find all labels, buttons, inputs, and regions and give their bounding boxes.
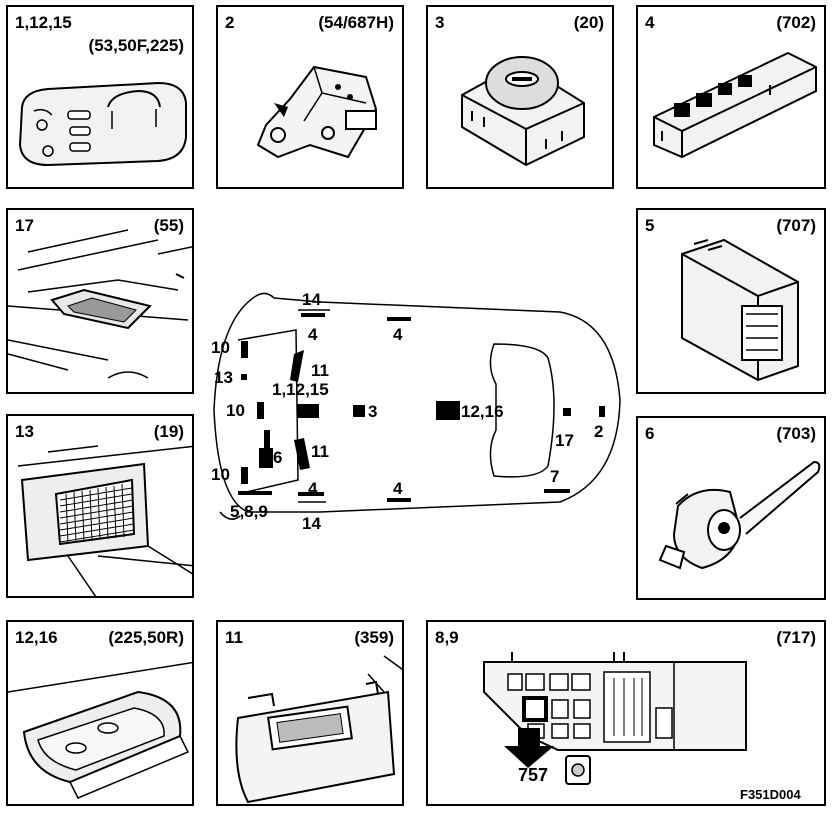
component-panel-17: 17 (55)	[6, 208, 194, 394]
panel-number: 11	[225, 628, 243, 647]
component-panel-3: 3 (20)	[426, 5, 614, 189]
label-5-8-9: 5,8,9	[230, 502, 268, 521]
panel-number: 3	[435, 13, 445, 32]
component-panel-4: 4 (702)	[636, 5, 826, 189]
label-4-top-right: 4	[393, 325, 403, 344]
panel-code: (54/687H)	[318, 13, 394, 32]
callout-label: 757	[518, 765, 549, 785]
label-4-top-left: 4	[308, 325, 318, 344]
component-panel-11: 11 (359)	[216, 620, 404, 806]
component-panel-1-12-15: 1,12,15 (53,50F,225)	[6, 5, 194, 189]
component-panel-6: 6 (703)	[636, 416, 826, 600]
rear-lamp-icon	[8, 229, 192, 379]
label-11-b: 11	[311, 442, 329, 461]
panel-number: 5	[645, 216, 655, 235]
label-6: 6	[273, 448, 283, 467]
tailgate-lock-icon	[256, 65, 378, 159]
component-panel-5: 5 (707)	[636, 208, 826, 394]
label-17: 17	[555, 431, 574, 450]
label-4-bottom-right: 4	[393, 479, 403, 498]
label-10-b: 10	[226, 401, 245, 420]
window-switch-icon	[653, 51, 817, 159]
label-13: 13	[214, 368, 233, 387]
panel-number: 4	[645, 13, 655, 32]
label-1-12-15: 1,12,15	[272, 380, 329, 399]
panel-code: (19)	[153, 422, 184, 441]
label-14-bottom: 14	[302, 514, 321, 533]
vanity-mirror-icon	[235, 655, 402, 804]
label-12-16: 12,16	[461, 402, 504, 421]
panel-number: 8,9	[435, 628, 459, 647]
panel-number: 13	[15, 422, 34, 441]
label-3: 3	[368, 402, 378, 421]
label-4-bottom-left: 4	[308, 479, 318, 498]
label-2: 2	[594, 422, 604, 441]
component-panel-8-9: 8,9 (717) 757	[426, 620, 826, 806]
component-panel-13: 13 (19)	[6, 414, 194, 598]
vehicle-outline-diagram	[213, 292, 621, 520]
label-10-a: 10	[211, 338, 230, 357]
panel-code: (359)	[354, 628, 394, 647]
ignition-switch-icon	[461, 56, 585, 167]
label-11-a: 11	[311, 361, 329, 380]
stalk-switch-icon	[658, 460, 821, 570]
label-14-top: 14	[302, 290, 321, 309]
fuse-box-icon	[483, 652, 747, 785]
panel-code: (20)	[573, 13, 604, 32]
control-module-icon	[681, 238, 799, 382]
speaker-grille-icon	[17, 445, 192, 596]
panel-number: 6	[645, 424, 655, 443]
panel-number: 1,12,15	[15, 13, 72, 32]
panel-code: (55)	[153, 216, 184, 235]
label-10-c: 10	[211, 465, 230, 484]
label-7: 7	[550, 467, 560, 486]
panel-code: (702)	[776, 13, 816, 32]
panel-code: (707)	[776, 216, 816, 235]
panel-number: 12,16	[15, 628, 58, 647]
panel-code: (717)	[776, 628, 816, 647]
interior-lamp-icon	[18, 81, 187, 167]
panel-code: (703)	[776, 424, 816, 443]
reading-lamp-icon	[8, 661, 192, 799]
panel-code: (225,50R)	[108, 628, 184, 647]
figure-code: F351D004	[740, 787, 801, 802]
component-panel-12-16: 12,16 (225,50R)	[6, 620, 194, 806]
panel-code: (53,50F,225)	[88, 36, 184, 55]
component-panel-2: 2 (54/687H)	[216, 5, 404, 189]
panel-number: 2	[225, 13, 235, 32]
panel-number: 17	[15, 216, 34, 235]
